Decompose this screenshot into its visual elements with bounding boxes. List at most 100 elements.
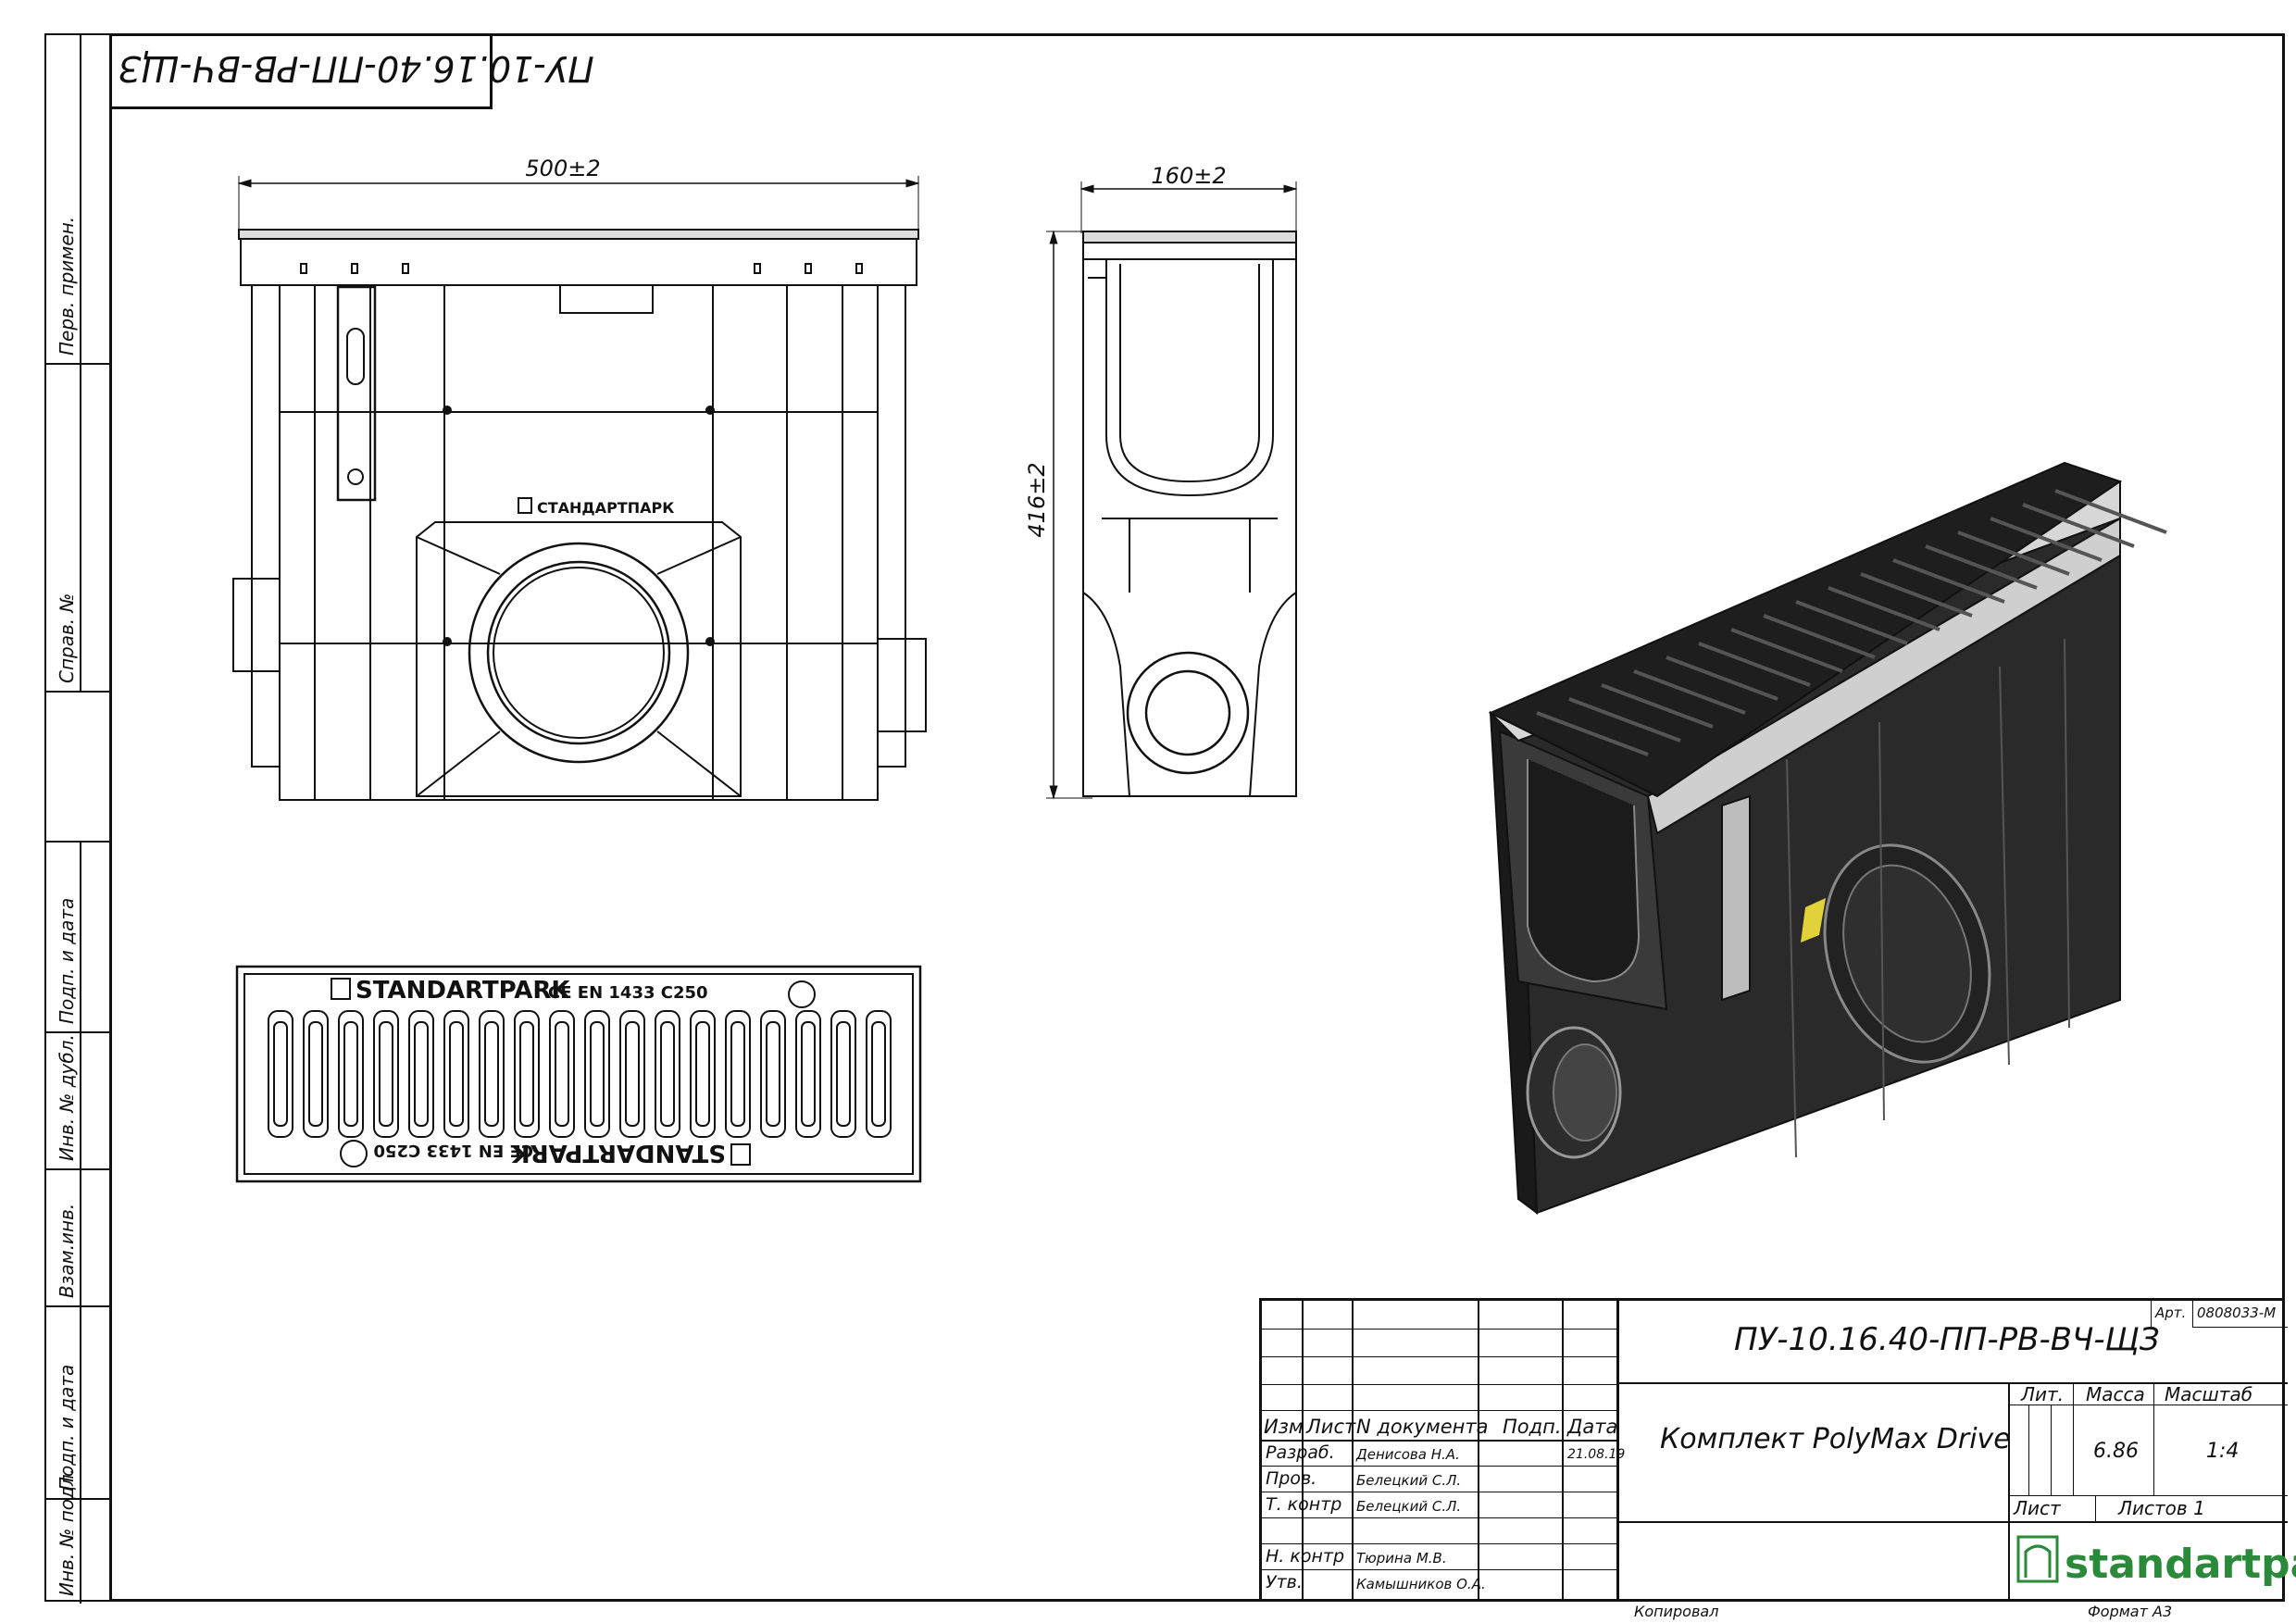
grate-slot-inner	[766, 1021, 780, 1127]
iso-grate-slot	[1795, 600, 1908, 645]
grate-slot	[866, 1010, 892, 1138]
strip-cell-podp-data-1: Подп. и дата	[46, 841, 109, 1033]
designation: ПУ-10.16.40-ПП-РВ-ВЧ-ЩЗ	[1734, 1321, 2160, 1358]
row-person: Денисова Н.А.	[1356, 1446, 1460, 1463]
mass-label: Масса	[2086, 1383, 2145, 1405]
body-brand-mark: СТАНДАРТПАРК	[518, 497, 674, 517]
grate-slot	[584, 1010, 610, 1138]
grate-slot-inner	[484, 1021, 499, 1127]
title-block: Изм Лист N документа Подп. Дата Разраб. …	[1259, 1298, 2288, 1602]
iso-grate-slot	[1698, 642, 1811, 687]
grate-slot	[655, 1010, 680, 1138]
strip-cell-vzam-inv: Взам.инв.	[46, 1170, 109, 1307]
row-person: Белецкий С.Л.	[1356, 1498, 1462, 1515]
grate-brand-label-rotated: STANDARTPARK	[511, 1139, 726, 1167]
grate-marking-label-rotated: CE EN 1433 C250	[373, 1141, 533, 1160]
col-doc-no: N документа	[1356, 1416, 1489, 1438]
mass-value: 6.86	[2093, 1440, 2139, 1463]
grate-slot-inner	[308, 1021, 323, 1127]
grate-slot	[725, 1010, 751, 1138]
standartpark-logo: standartpark	[2016, 1535, 2296, 1588]
front-view	[232, 176, 927, 801]
iso-grate-slot	[1601, 683, 1714, 729]
grate-slot	[549, 1010, 575, 1138]
iso-grate-slot	[1536, 711, 1649, 756]
grate-brand-mark: STANDARTPARK CE EN 1433 C250	[331, 977, 708, 1005]
row-role: Разраб.	[1266, 1442, 1335, 1463]
iso-grate-slot	[2054, 489, 2167, 534]
iso-grate-slot	[1666, 655, 1778, 701]
iso-grate-slot	[1925, 544, 2038, 590]
row-person: Белецкий С.Л.	[1356, 1472, 1462, 1489]
top-view-grate	[235, 965, 922, 1183]
col-izm: Изм	[1264, 1416, 1304, 1438]
iso-grate-slot	[1860, 572, 1973, 618]
grate-slot-inner	[625, 1021, 640, 1127]
iso-grate-slot	[1828, 586, 1940, 631]
grate-slot	[795, 1010, 821, 1138]
grate-brand-label: STANDARTPARK	[356, 977, 570, 1005]
grate-slot-inner	[660, 1021, 675, 1127]
grate-slot	[408, 1010, 434, 1138]
grate-slot	[619, 1010, 645, 1138]
grate-slot	[338, 1010, 364, 1138]
grate-slot	[268, 1010, 293, 1138]
strip-cell-inv-podl: Инв. № подл.	[46, 1468, 109, 1604]
row-person: Камышников О.А.	[1356, 1576, 1486, 1592]
grate-slot-inner	[730, 1021, 745, 1127]
grate-brand-mark-rotated: STANDARTPARK CE EN 1433 C250	[373, 1139, 751, 1167]
dimension-side-height: 416±2	[1024, 462, 1050, 537]
side-view	[1046, 181, 1298, 800]
grate-slot	[479, 1010, 505, 1138]
grate-slot-inner	[836, 1021, 851, 1127]
strip-cell-perv-primen: Перв. примен.	[46, 35, 109, 365]
side-strip: Перв. примен. Справ. № Подп. и дата Инв.…	[44, 33, 109, 1604]
grate-slot-inner	[449, 1021, 464, 1127]
iso-grate-slot	[2022, 503, 2135, 548]
strip-cell-podp-data-2: Подп. и дата	[46, 1307, 109, 1500]
strip-cell-inv-dubl: Инв. № дубл.	[46, 1033, 109, 1170]
scale-value: 1:4	[2206, 1440, 2240, 1463]
lit-label: Лит.	[2021, 1383, 2065, 1405]
row-date: 21.08.19	[1567, 1447, 1626, 1462]
grate-slot	[760, 1010, 786, 1138]
sheets-label: Листов 1	[2118, 1497, 2205, 1519]
grate-slot-inner	[590, 1021, 605, 1127]
art-label: Арт.	[2155, 1305, 2187, 1321]
grate-slot-inner	[379, 1021, 393, 1127]
isometric-view	[1488, 461, 2167, 1216]
row-person: Тюрина М.В.	[1356, 1550, 1447, 1567]
row-role: Пров.	[1266, 1468, 1317, 1489]
sheet-label: Лист	[2014, 1497, 2061, 1519]
body-brand-label: СТАНДАРТПАРК	[537, 499, 674, 517]
grate-slot-inner	[343, 1021, 358, 1127]
grate-slot-inner	[555, 1021, 569, 1127]
scale-label: Масштаб	[2165, 1383, 2253, 1405]
art-value: 0808033-М	[2197, 1305, 2277, 1321]
grate-marking-label: CE EN 1433 C250	[548, 983, 708, 1003]
row-role: Утв.	[1266, 1572, 1303, 1592]
grate-slot	[443, 1010, 469, 1138]
code-box: ПУ-10.16.40-ПП-РВ-ВЧ-ЩЗ	[109, 33, 594, 109]
grate-slot	[514, 1010, 540, 1138]
row-role: Н. контр	[1266, 1546, 1345, 1567]
dimension-front-width: 500±2	[525, 156, 600, 181]
format-label: Формат А3	[2088, 1603, 2173, 1620]
grate-slot-inner	[695, 1021, 710, 1127]
iso-grate-slot	[1730, 628, 1843, 673]
col-list: Лист	[1306, 1416, 1356, 1438]
grate-slot-inner	[801, 1021, 816, 1127]
iso-grate-slot	[1633, 669, 1746, 715]
grate-slot-inner	[273, 1021, 288, 1127]
drawing-frame	[109, 33, 2285, 1602]
grate-slot-inner	[519, 1021, 534, 1127]
copied-label: Копировал	[1634, 1603, 1719, 1620]
iso-grate-slot	[1568, 697, 1681, 743]
col-podp: Подп.	[1503, 1416, 1562, 1438]
grate-slot	[303, 1010, 329, 1138]
grate-slot	[373, 1010, 399, 1138]
logo-text: standartpark	[2065, 1541, 2296, 1588]
strip-cell-sprav-no: Справ. №	[46, 365, 109, 693]
iso-grate-slot	[1763, 614, 1876, 659]
col-date: Дата	[1567, 1416, 1618, 1438]
